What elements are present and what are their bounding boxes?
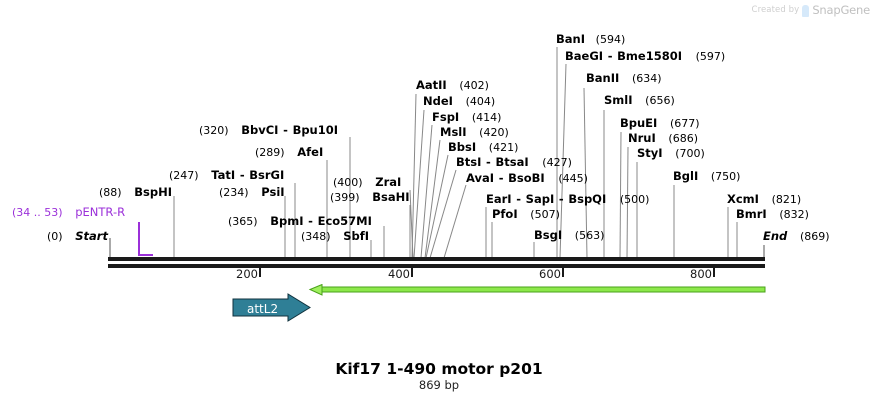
enzyme-label-bsaHI[interactable]: (399) BsaHI bbox=[330, 190, 410, 204]
page-title: Kif17 1-490 motor p201 bbox=[335, 360, 543, 378]
attL2-feature-arrow bbox=[232, 293, 311, 322]
leader-402 bbox=[411, 93, 417, 259]
ruler-ticks bbox=[259, 268, 715, 277]
watermark-brand: SnapGene bbox=[812, 3, 870, 17]
enzyme-label-bspHI[interactable]: (88) BspHI bbox=[99, 185, 172, 199]
leader-634 bbox=[583, 87, 588, 259]
leader-677 bbox=[619, 131, 622, 259]
leader-414 bbox=[420, 124, 433, 259]
enzyme-label-btsI-btsaI[interactable]: BtsI - BtsaI (427) bbox=[456, 155, 572, 169]
ruler-label-800: 800 bbox=[690, 267, 712, 281]
leader-420 bbox=[424, 139, 441, 259]
snapgene-watermark: Created by SnapGene bbox=[752, 3, 870, 17]
leader-445 bbox=[443, 184, 467, 259]
enzyme-label-sbfI[interactable]: (348) SbfI bbox=[301, 229, 370, 243]
ruler-tick-400 bbox=[411, 268, 413, 277]
feature-label-pentr-r[interactable]: (34 .. 53) pENTR-R bbox=[12, 205, 126, 219]
leader-404 bbox=[413, 109, 425, 259]
enzyme-label-ndeI[interactable]: NdeI (404) bbox=[423, 94, 496, 108]
enzyme-label-banI[interactable]: BanI (594) bbox=[556, 32, 626, 46]
snapgene-logo-icon bbox=[802, 5, 810, 17]
enzyme-label-bbvCI-bpu10I[interactable]: (320) BbvCI - Bpu10I bbox=[199, 123, 339, 137]
enzyme-label-pfoI[interactable]: PfoI (507) bbox=[492, 207, 560, 221]
enzyme-label-earI-sapI-bspQI[interactable]: EarI - SapI - BspQI (500) bbox=[486, 192, 650, 206]
enzyme-label-bbsI[interactable]: BbsI (421) bbox=[448, 140, 519, 154]
page-subtitle: 869 bp bbox=[418, 378, 460, 392]
ruler-label-600: 600 bbox=[539, 267, 561, 281]
pentr-r-feature-marker bbox=[138, 222, 153, 256]
enzyme-label-styI[interactable]: StyI (700) bbox=[637, 146, 705, 160]
ruler-label-200: 200 bbox=[236, 267, 258, 281]
backbone-strand-top bbox=[108, 257, 765, 261]
ruler-tick-600 bbox=[562, 268, 564, 277]
enzyme-label-bsgI[interactable]: BsgI (563) bbox=[534, 228, 605, 242]
enzyme-label-avaI-bsoBI[interactable]: AvaI - BsoBI (445) bbox=[466, 171, 588, 185]
enzyme-label-tatI-bsrGI[interactable]: (247) TatI - BsrGI bbox=[169, 168, 285, 182]
enzyme-label-psiI[interactable]: (234) PsiI bbox=[219, 185, 285, 199]
label-end[interactable]: End (869) bbox=[763, 229, 830, 243]
leader-597 bbox=[559, 63, 567, 259]
leader-421 bbox=[425, 154, 449, 259]
sequence-backbone[interactable] bbox=[0, 250, 878, 330]
enzyme-label-mslI[interactable]: MslI (420) bbox=[440, 125, 509, 139]
enzyme-label-bpuEI[interactable]: BpuEI (677) bbox=[620, 116, 700, 130]
enzyme-label-bmrI[interactable]: BmrI (832) bbox=[736, 207, 809, 221]
leader-686 bbox=[626, 146, 629, 259]
enzyme-label-xcmI[interactable]: XcmI (821) bbox=[727, 192, 802, 206]
enzyme-label-smlI[interactable]: SmlI (656) bbox=[604, 93, 675, 107]
feature-track[interactable] bbox=[0, 284, 878, 334]
backbone-strand-bottom bbox=[108, 264, 765, 268]
enzyme-label-fspI[interactable]: FspI (414) bbox=[432, 110, 502, 124]
watermark-made-by: Created by bbox=[751, 5, 800, 15]
enzyme-label-aatII[interactable]: AatII (402) bbox=[416, 78, 489, 92]
enzyme-label-baeGI-bme1580I[interactable]: BaeGI - Bme1580I (597) bbox=[565, 49, 726, 63]
enzyme-label-nruI[interactable]: NruI (686) bbox=[628, 131, 699, 145]
orf-feature-arrow bbox=[308, 284, 766, 296]
leader-427 bbox=[429, 169, 457, 259]
enzyme-label-bglI[interactable]: BglI (750) bbox=[673, 169, 741, 183]
attL2-label: attL2 bbox=[247, 302, 279, 316]
ruler-tick-800 bbox=[713, 268, 715, 277]
label-start[interactable]: (0) Start bbox=[47, 229, 108, 243]
enzyme-label-zraI[interactable]: (400) ZraI bbox=[333, 175, 402, 189]
ruler-label-400: 400 bbox=[388, 267, 410, 281]
enzyme-label-bpmI-eco57MI[interactable]: (365) BpmI - Eco57MI bbox=[228, 214, 372, 228]
ruler-tick-200 bbox=[259, 268, 261, 277]
enzyme-label-afeI[interactable]: (289) AfeI bbox=[255, 145, 324, 159]
enzyme-label-banII[interactable]: BanII (634) bbox=[586, 71, 662, 85]
